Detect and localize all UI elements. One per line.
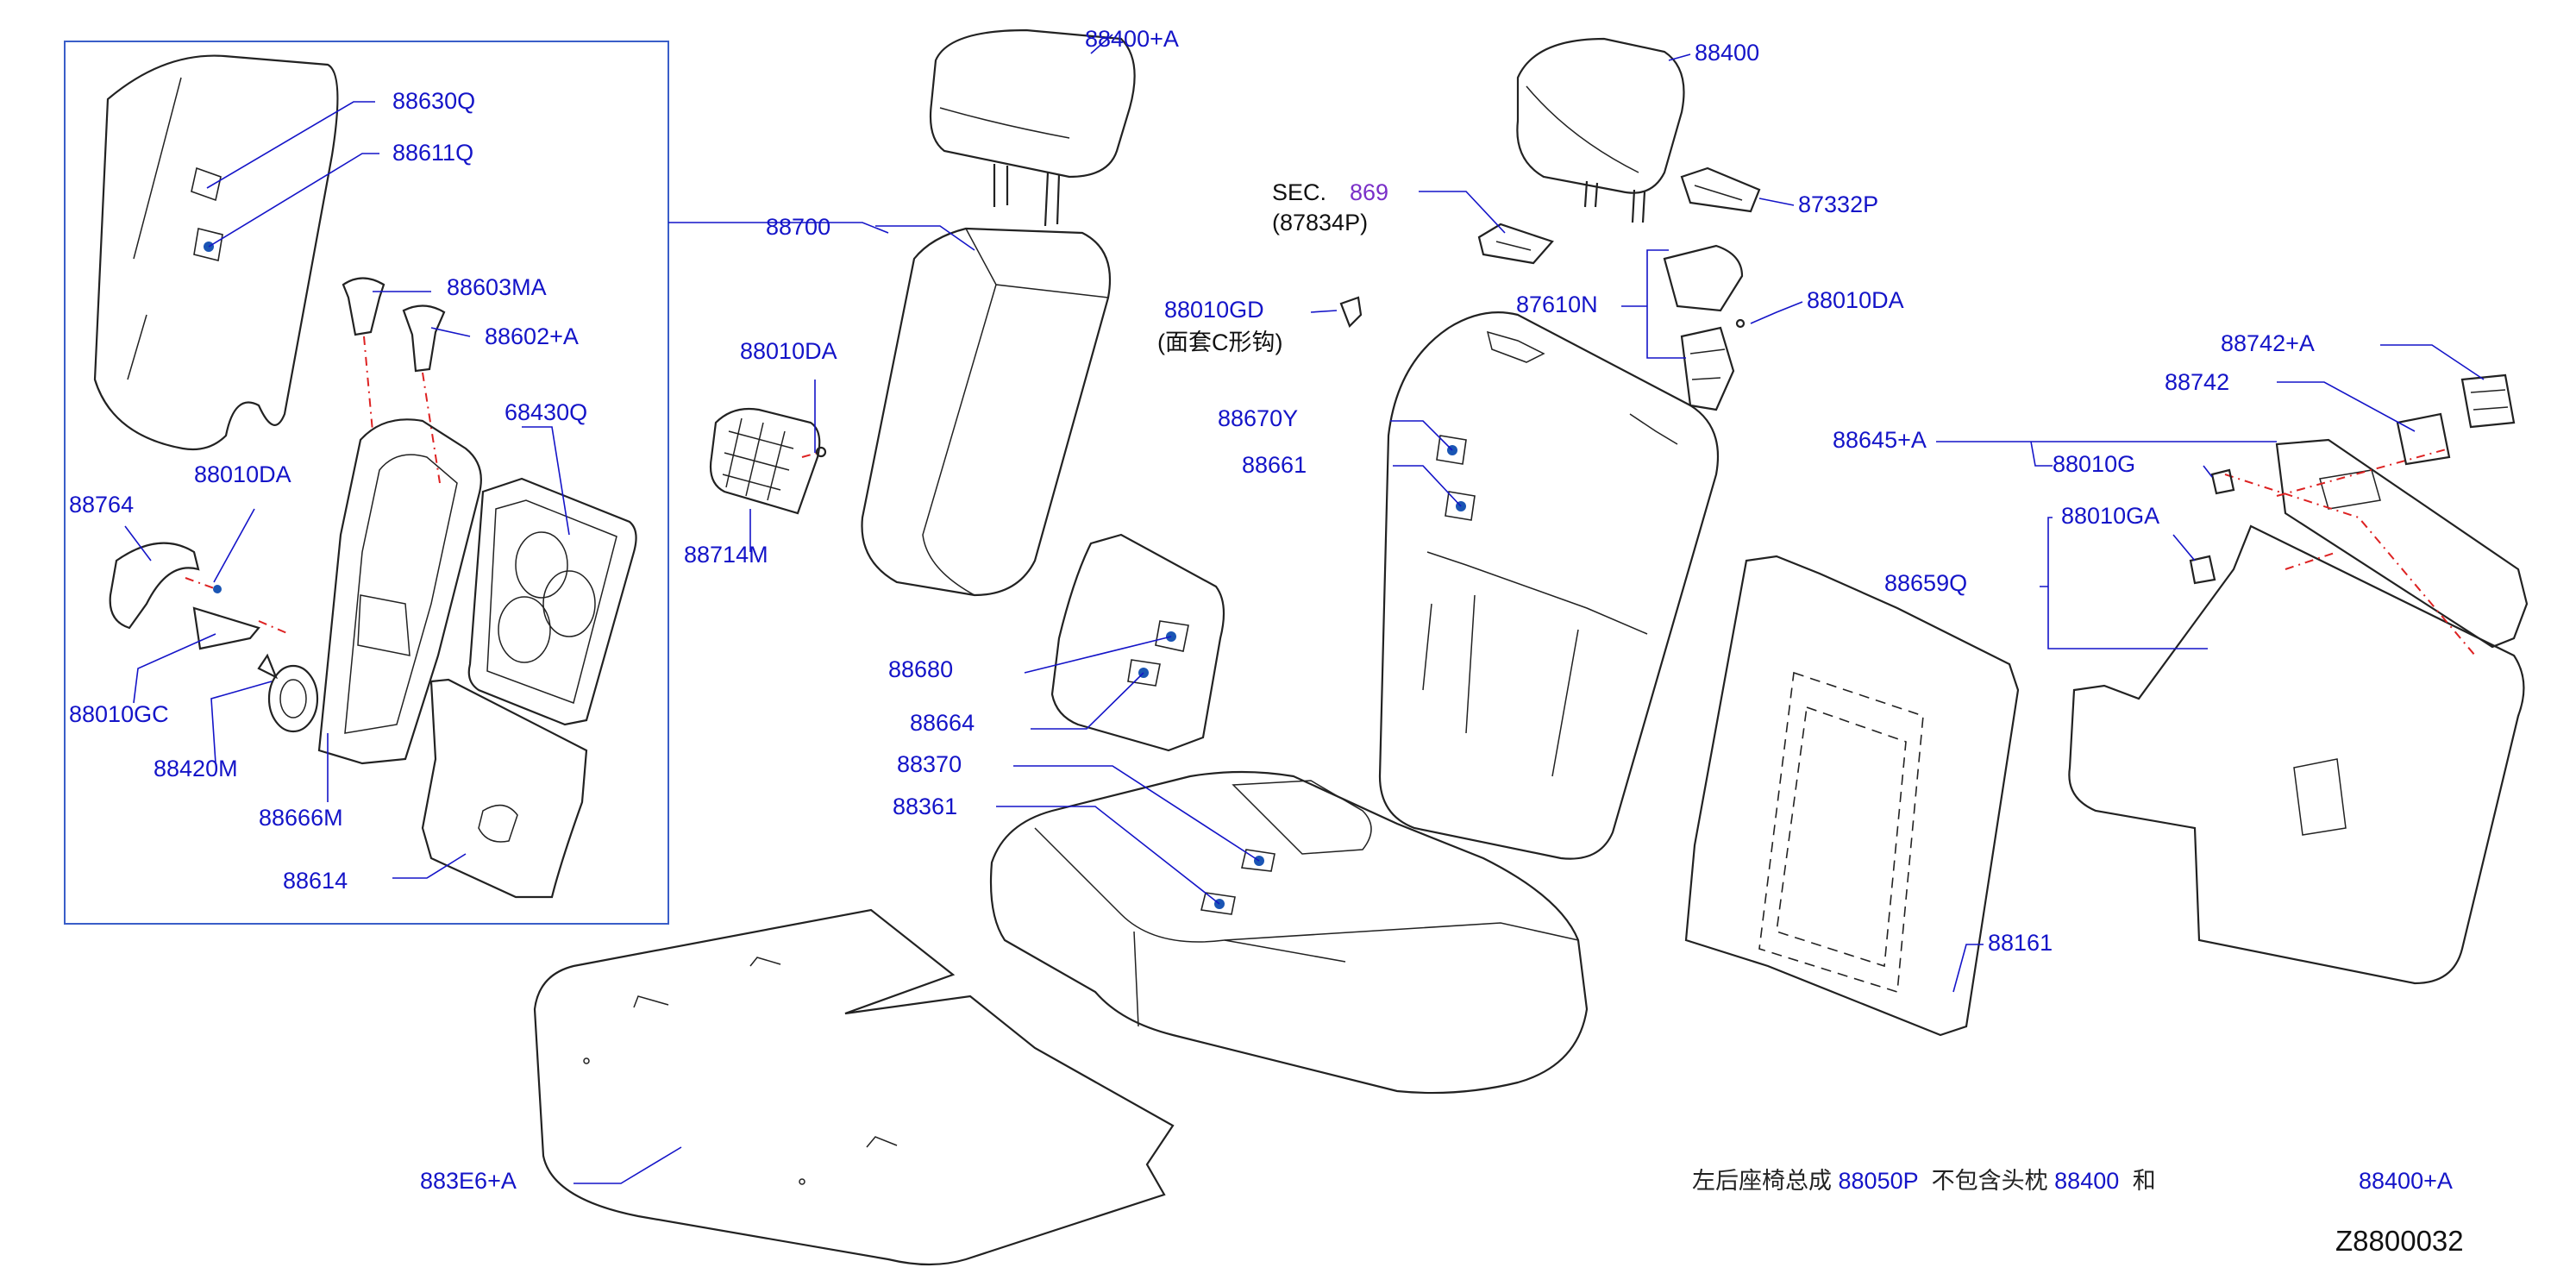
cup-holder-lid (467, 477, 637, 726)
label-88664: 88664 (910, 710, 975, 736)
label-88659Q: 88659Q (1884, 570, 1968, 596)
label-88400A-top: 88400+A (1085, 26, 1179, 52)
label-88764: 88764 (69, 492, 135, 518)
armrest-bolster (1050, 533, 1225, 752)
armrest-group-frame (64, 41, 669, 925)
cup-holder-plug (342, 277, 385, 336)
label-88645A: 88645+A (1833, 427, 1927, 453)
seatback-board (2275, 438, 2529, 649)
strap (192, 606, 260, 650)
clip-88010G (2210, 468, 2235, 495)
leader-lines (124, 34, 2485, 1184)
seatback-panel (2068, 524, 2525, 985)
label-88614: 88614 (283, 868, 348, 894)
label-88602A: 88602+A (485, 323, 579, 349)
seatback-pad (1684, 555, 2020, 1037)
label-88370: 88370 (897, 751, 962, 777)
note-text-3: 和 (2132, 1168, 2156, 1194)
label-68430Q: 68430Q (505, 399, 588, 425)
cover-c-hook (1339, 296, 1363, 328)
label-88010DA-bracket: 88010DA (1807, 287, 1904, 313)
label-88420M: 88420M (154, 756, 238, 781)
headrest-left (1516, 37, 1685, 194)
headrest-guide-sec (1477, 223, 1554, 265)
headrest-bracket-lower (1680, 326, 1735, 411)
label-88661: 88661 (1242, 452, 1307, 478)
label-88611Q: 88611Q (392, 140, 474, 166)
label-88603MA: 88603MA (447, 274, 547, 300)
note-part-88400A: 88400+A (2359, 1168, 2453, 1194)
label-88670Y: 88670Y (1218, 405, 1299, 431)
seat-cushion (989, 770, 1589, 1095)
assembly-note: 左后座椅总成 88050P 不包含头枕 88400 和 (1692, 1170, 2156, 1193)
seatback-left (1378, 311, 1720, 860)
label-87834P: (87834P) (1272, 210, 1369, 235)
label-88630Q: 88630Q (392, 88, 476, 114)
clip-88742A (2460, 373, 2516, 429)
note-text-1: 左后座椅总成 (1692, 1168, 1832, 1194)
label-88361: 88361 (893, 794, 958, 819)
speaker-grille (709, 407, 821, 515)
label-88010GA: 88010GA (2061, 503, 2160, 529)
note-text-2: 不包含头枕 (1931, 1168, 2048, 1194)
label-88700: 88700 (766, 214, 831, 240)
armrest-cover (93, 54, 339, 451)
label-88161: 88161 (1988, 930, 2053, 956)
label-88010DA-grille: 88010DA (740, 338, 837, 364)
label-87610N: 87610N (1516, 292, 1598, 317)
label-87332P: 87332P (1798, 191, 1879, 217)
note-part-88400: 88400 (2054, 1168, 2120, 1194)
armrest-hinge (267, 664, 319, 733)
armrest-trim (421, 678, 588, 899)
label-88010GD-note: (面套C形钩) (1157, 329, 1283, 355)
seatback-right (861, 227, 1112, 597)
label-88010G: 88010G (2053, 451, 2136, 477)
label-88010DA-armrest: 88010DA (194, 461, 291, 487)
label-88680: 88680 (888, 656, 954, 682)
cup-holder-clip (402, 304, 446, 373)
headrest-right (929, 28, 1136, 179)
label-sec-869[interactable]: 869 (1350, 179, 1389, 205)
label-88742A: 88742+A (2221, 330, 2315, 356)
note-part-88050P: 88050P (1838, 1168, 1919, 1194)
label-88400: 88400 (1695, 40, 1760, 66)
clip-88742 (2396, 412, 2451, 466)
label-88742: 88742 (2165, 369, 2230, 395)
drawing-code: Z8800032 (2335, 1225, 2464, 1257)
label-88714M: 88714M (684, 542, 768, 568)
clip-88010GA (2189, 555, 2216, 585)
label-88010GC: 88010GC (69, 701, 169, 727)
headrest-bracket-upper (1663, 244, 1744, 312)
floor-pad (533, 908, 1175, 1266)
headrest-guide (1680, 166, 1761, 213)
label-88010GD: 88010GD (1164, 297, 1264, 323)
label-883E6A: 883E6+A (420, 1168, 517, 1194)
label-88666M: 88666M (259, 805, 343, 831)
armrest-end-cap (109, 542, 200, 630)
label-sec: SEC. (1272, 179, 1327, 205)
armrest-frame (317, 418, 482, 765)
